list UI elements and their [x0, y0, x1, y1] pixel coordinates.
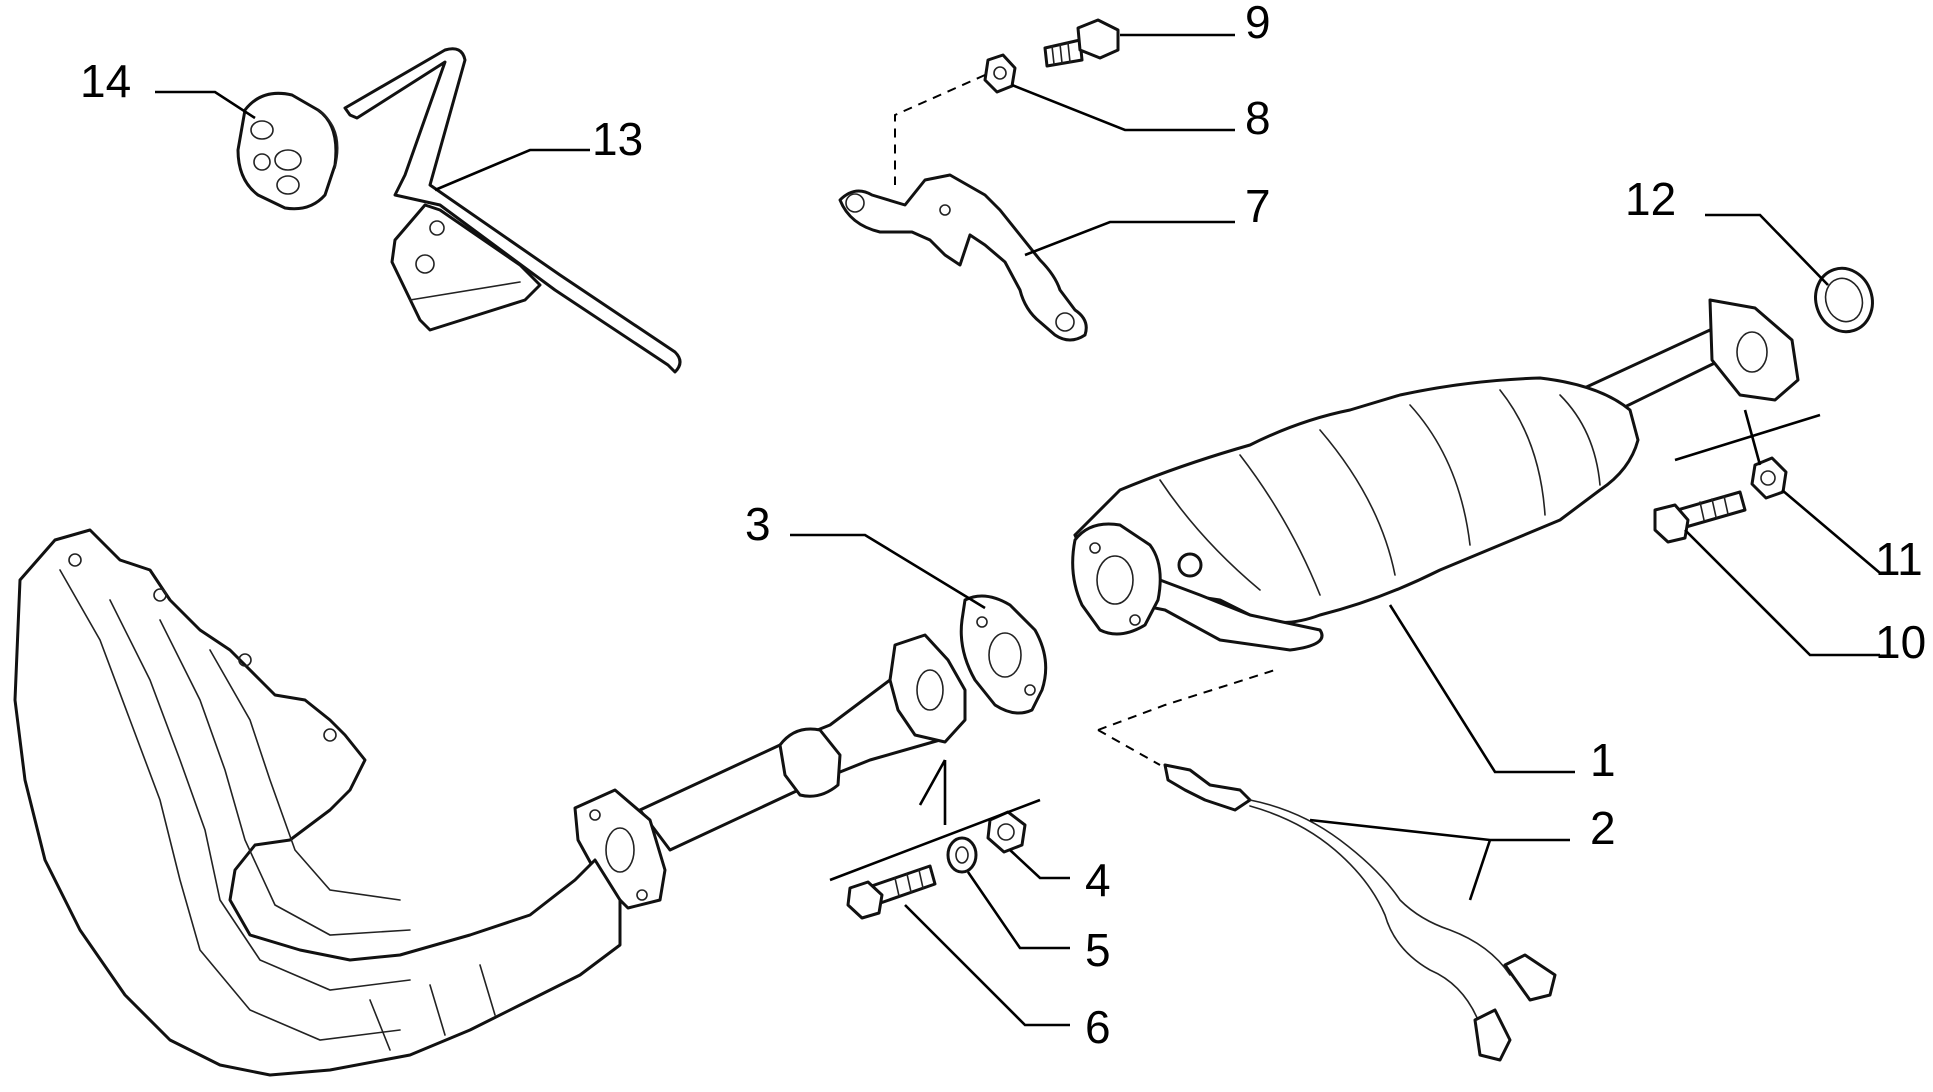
leader-line-11 — [1781, 489, 1881, 574]
leader-line-3 — [790, 533, 986, 610]
callout-10: 10 — [1875, 616, 1926, 668]
alignment-line-bracket — [894, 74, 986, 185]
nut-part-8 — [983, 53, 1017, 94]
axis-line-rear-flange — [1674, 409, 1821, 466]
oxygen-sensor-part-2 — [1163, 763, 1557, 1062]
catalytic-converter-part-1 — [1071, 298, 1800, 652]
washer-part-5 — [946, 836, 978, 874]
bolt-part-10 — [1653, 490, 1747, 544]
leader-line-7 — [1024, 220, 1235, 257]
bolt-part-9 — [1043, 18, 1120, 68]
leader-line-1 — [1388, 604, 1575, 774]
callout-5: 5 — [1085, 924, 1111, 976]
leader-line-4 — [1009, 849, 1070, 880]
callout-11: 11 — [1875, 533, 1923, 585]
callout-1: 1 — [1590, 734, 1616, 786]
callout-14: 14 — [80, 55, 131, 107]
leader-line-2 — [1309, 818, 1570, 901]
callout-3: 3 — [745, 498, 771, 550]
leader-line-6 — [904, 904, 1070, 1027]
callout-8: 8 — [1245, 92, 1271, 144]
bracket-part-7 — [838, 173, 1088, 342]
leader-line-14 — [155, 90, 256, 120]
leader-line-10 — [1684, 529, 1880, 657]
leader-line-8 — [1011, 83, 1235, 132]
callout-9: 9 — [1245, 0, 1271, 48]
rubber-mount-part-14 — [236, 91, 339, 211]
leader-line-5 — [966, 871, 1070, 950]
flange-gasket-part-3 — [959, 594, 1048, 715]
leader-line-13 — [434, 148, 590, 192]
exhaust-manifold — [13, 528, 622, 1077]
front-pipe — [573, 633, 967, 910]
callout-labels: 1 2 3 4 5 6 7 8 9 10 11 12 13 14 — [80, 0, 1926, 1053]
bolt-part-6 — [846, 864, 937, 920]
nut-part-11 — [1750, 456, 1788, 500]
axis-line-front-flange — [829, 759, 1041, 882]
callout-12: 12 — [1625, 173, 1676, 225]
hanger-bracket-part-13 — [343, 47, 682, 374]
alignment-line-sensor — [1097, 669, 1276, 766]
leader-line-12 — [1705, 213, 1829, 286]
callout-6: 6 — [1085, 1001, 1111, 1053]
callout-2: 2 — [1590, 802, 1616, 854]
callout-7: 7 — [1245, 180, 1271, 232]
callout-13: 13 — [592, 113, 643, 165]
callout-4: 4 — [1085, 854, 1111, 906]
gasket-ring-part-12 — [1814, 266, 1874, 334]
leader-lines — [155, 33, 1881, 1027]
